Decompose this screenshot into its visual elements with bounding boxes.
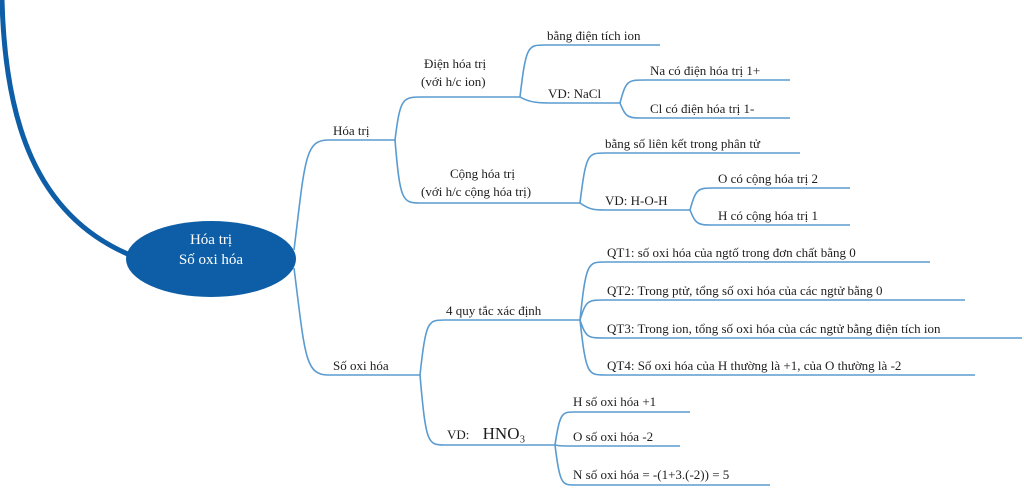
top-left-arc: [0, 0, 131, 258]
rule-item: QT4: Số oxi hóa của H thường là +1, của …: [607, 358, 902, 373]
hno3-formula: HNO₃: [482, 424, 526, 443]
cong-hoa-tri-title: Cộng hóa trị: [450, 166, 515, 181]
cong-hoa-tri-item: H có cộng hóa trị 1: [718, 208, 819, 223]
rule-item: QT1: số oxi hóa của ngtố trong đơn chất …: [607, 245, 856, 260]
dien-hoa-tri-rule: bằng điện tích ion: [547, 28, 641, 43]
rule-item: QT3: Trong ion, tổng số oxi hóa của các …: [607, 321, 941, 336]
hno3-item: H số oxi hóa +1: [573, 394, 657, 409]
dien-hoa-tri-item: Na có điện hóa trị 1+: [650, 63, 761, 78]
cong-hoa-tri-rule: bằng số liên kết trong phân tử: [605, 136, 761, 151]
rules-title: 4 quy tắc xác định: [446, 303, 542, 318]
example-prefix: VD:: [447, 427, 470, 442]
branch-so-oxi-hoa: Số oxi hóa: [333, 358, 389, 373]
hno3-example-label: VD: HNO₃: [447, 424, 526, 443]
hno3-item: O số oxi hóa -2: [573, 429, 654, 444]
cong-hoa-tri-subtitle: (với h/c cộng hóa trị): [421, 184, 532, 199]
rule-item: QT2: Trong ptử, tổng số oxi hóa của các …: [607, 283, 883, 298]
hno3-item: N số oxi hóa = -(1+3.(-2)) = 5: [573, 467, 730, 482]
branch-hoa-tri: Hóa trị: [333, 123, 370, 138]
dien-hoa-tri-item: Cl có điện hóa trị 1-: [650, 101, 755, 116]
center-title: Hóa trị: [189, 232, 233, 248]
center-node: Hóa trị Số oxi hóa: [128, 230, 294, 270]
cong-hoa-tri-item: O có cộng hóa trị 2: [718, 171, 819, 186]
center-subtitle: Số oxi hóa: [178, 252, 244, 268]
dien-hoa-tri-subtitle: (với h/c ion): [421, 74, 486, 89]
center-node-shape: [126, 221, 296, 297]
dien-hoa-tri-example: VD: NaCl: [548, 86, 602, 101]
dien-hoa-tri-title: Điện hóa trị: [424, 56, 487, 71]
branch-lines: [293, 44, 1022, 486]
cong-hoa-tri-example: VD: H-O-H: [605, 193, 668, 208]
